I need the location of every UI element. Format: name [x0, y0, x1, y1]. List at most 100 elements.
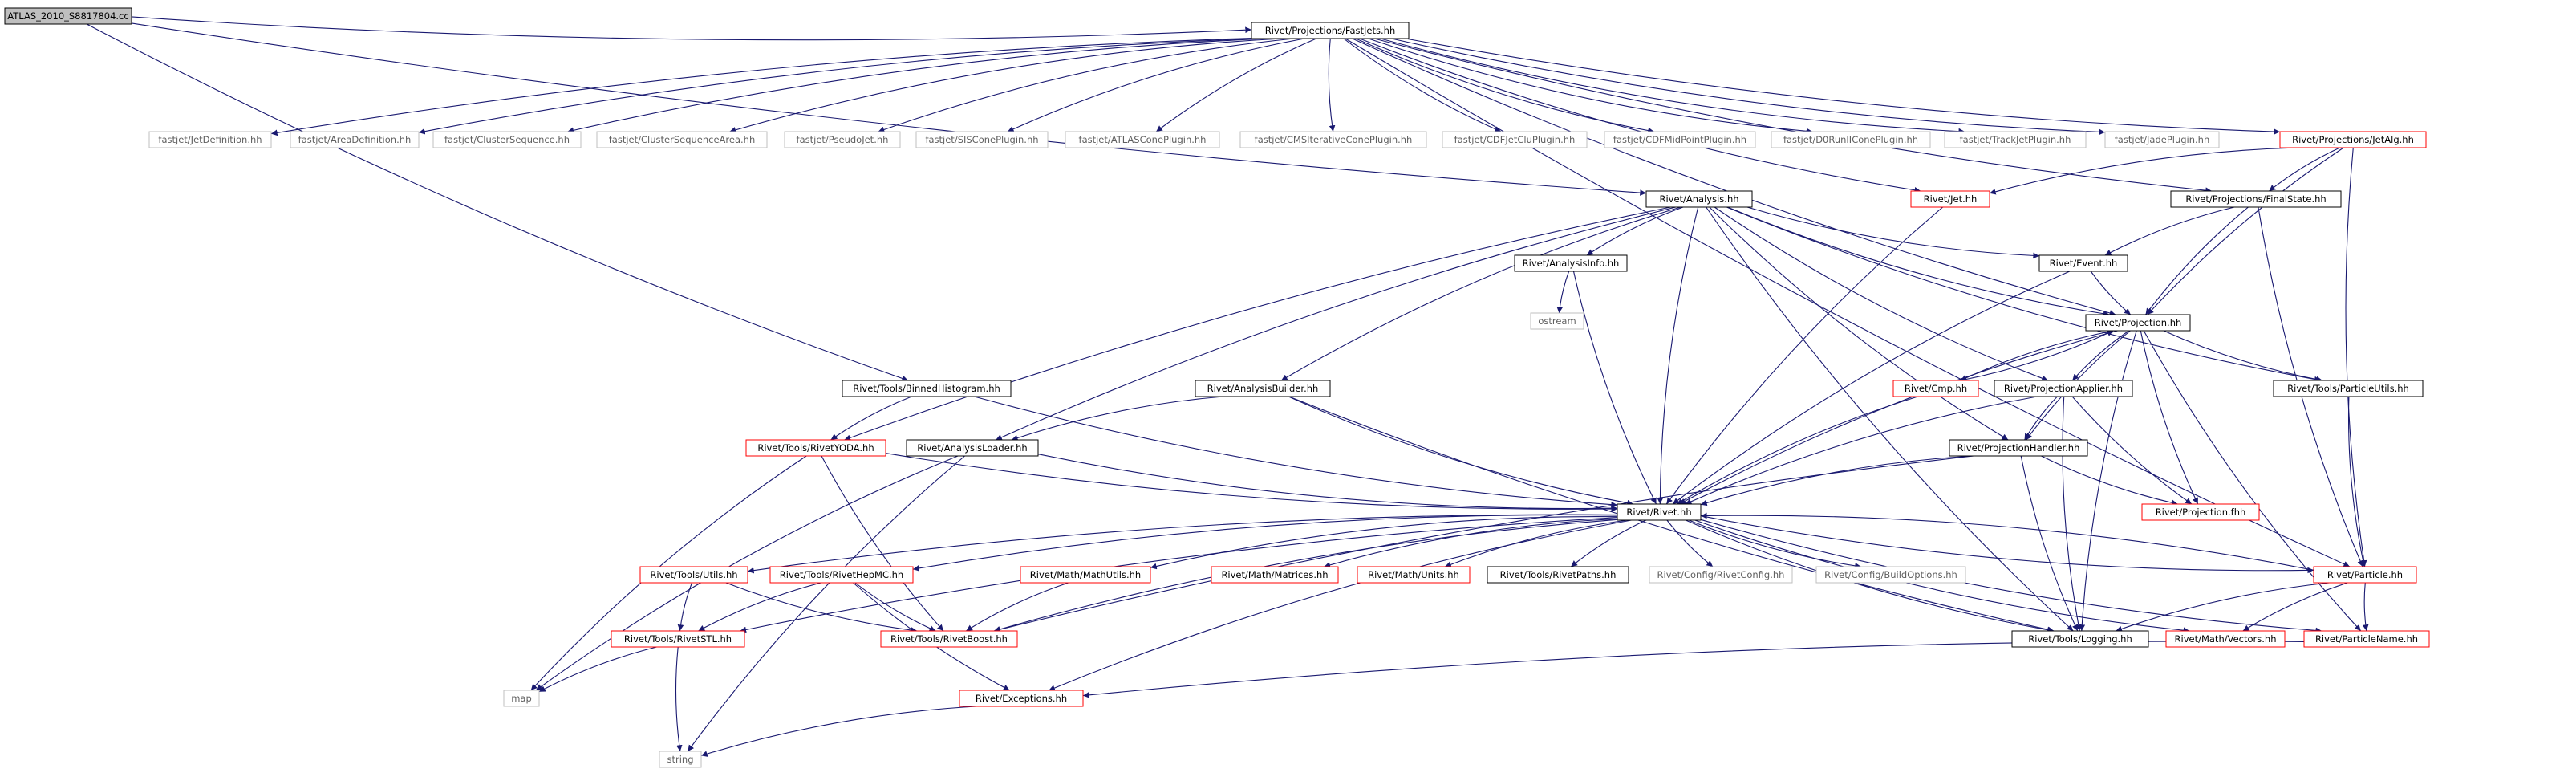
edge-fastjets-to-jetalg [1405, 38, 2281, 135]
node-finalstate[interactable]: Rivet/Projections/FinalState.hh [2170, 190, 2342, 208]
edge-fastjets-to-jet [1359, 38, 1921, 193]
node-label: fastjet/ClusterSequence.hh [444, 134, 570, 145]
node-box [842, 380, 1012, 397]
node-box [1892, 380, 1979, 397]
edge-analysisinfo-to-ostream [1556, 271, 1570, 314]
edge-rivet-to-rivetpaths [1570, 519, 1647, 567]
node-cmp[interactable]: Rivet/Cmp.hh [1892, 380, 1979, 397]
edge-fastjets-to-trackjet [1380, 38, 1965, 135]
node-matrices[interactable]: Rivet/Math/Matrices.hh [1211, 566, 1339, 584]
edge-analysisbuilder-to-rivet [1288, 396, 1634, 506]
edge-analysis-to-event [1746, 206, 2040, 259]
node-box [1910, 190, 1990, 208]
node-jetalg[interactable]: Rivet/Projections/JetAlg.hh [2279, 131, 2427, 148]
edge-analysisinfo-to-rivet [1572, 271, 1657, 505]
node-label: Rivet/Tools/RivetYODA.hh [757, 442, 874, 454]
node-fastjets[interactable]: Rivet/Projections/FastJets.hh [1251, 22, 1410, 39]
edge-projection-to-rivet [1679, 330, 2118, 505]
edge-analysisbuilder-to-logging [1288, 396, 2055, 633]
edge-projhandler-to-rivet [1700, 455, 1974, 506]
node-d0run2: fastjet/D0RunIIConePlugin.hh [1771, 131, 1931, 148]
node-projapplier[interactable]: Rivet/ProjectionApplier.hh [1994, 380, 2133, 397]
node-box [1020, 566, 1151, 584]
node-logging[interactable]: Rivet/Tools/Logging.hh [2011, 630, 2149, 648]
edge-rivet-to-units [1445, 519, 1628, 567]
node-box [1514, 254, 1628, 272]
node-label: Rivet/Tools/RivetHepMC.hh [780, 569, 903, 580]
node-label: Rivet/ProjectionApplier.hh [2004, 383, 2123, 394]
edge-analysis-to-analysisinfo [1586, 206, 1684, 256]
node-mathutils[interactable]: Rivet/Math/MathUtils.hh [1020, 566, 1151, 584]
node-box [745, 439, 886, 457]
node-label: Rivet/Projections/FinalState.hh [2185, 193, 2326, 205]
edge-fastjets-to-finalstate [1373, 38, 2213, 194]
edge-fastjets-to-pseudojet [878, 38, 1295, 133]
node-units[interactable]: Rivet/Math/Units.hh [1357, 566, 1471, 584]
node-label: fastjet/SISConePlugin.hh [925, 134, 1038, 145]
edge-rivetstl-to-map [538, 646, 657, 693]
node-label: fastjet/D0RunIIConePlugin.hh [1783, 134, 1918, 145]
node-particleutils[interactable]: Rivet/Tools/ParticleUtils.hh [2273, 380, 2424, 397]
edge-particle-to-rivet [1700, 512, 2314, 571]
edge-rivetyoda-to-rivetboost [821, 455, 944, 632]
edge-hepmc-to-rivetboost [854, 582, 936, 632]
node-event[interactable]: Rivet/Event.hh [2038, 254, 2128, 272]
edge-rivet-to-rivetboost [993, 519, 1618, 633]
edge-particleutils-to-particle [2347, 396, 2367, 567]
node-box [1357, 566, 1471, 584]
node-box [1994, 380, 2133, 397]
node-rivetconfig: Rivet/Config/RivetConfig.hh [1649, 566, 1793, 584]
edge-cmp-to-projection [1960, 330, 2114, 381]
edge-mathutils-to-rivetboost [966, 582, 1069, 632]
node-rivet[interactable]: Rivet/Rivet.hh [1617, 503, 1702, 521]
edge-rivet-to-hepmc [912, 514, 1618, 572]
edge-rivet-to-buildoptions [1688, 519, 1861, 569]
node-label: Rivet/Tools/RivetPaths.hh [1500, 569, 1617, 580]
edge-rivetstl-to-string [675, 646, 683, 752]
node-exceptions[interactable]: Rivet/Exceptions.hh [959, 690, 1084, 707]
node-box [2170, 190, 2342, 208]
node-analysisloader[interactable]: Rivet/AnalysisLoader.hh [906, 439, 1039, 457]
node-analysisinfo[interactable]: Rivet/AnalysisInfo.hh [1514, 254, 1628, 272]
edge-finalstate-to-projection [2145, 206, 2249, 315]
node-atlascone: fastjet/ATLASConePlugin.hh [1065, 131, 1220, 148]
edge-fastjets-to-cdfmid [1355, 38, 1655, 134]
node-box [906, 439, 1039, 457]
edge-analysisloader-to-string [687, 455, 965, 752]
edge-exceptions-to-string [700, 706, 977, 757]
node-projhandler[interactable]: Rivet/ProjectionHandler.hh [1949, 439, 2088, 457]
node-particle[interactable]: Rivet/Particle.hh [2313, 566, 2417, 584]
node-vectors[interactable]: Rivet/Math/Vectors.hh [2165, 630, 2286, 648]
node-rivetpaths[interactable]: Rivet/Tools/RivetPaths.hh [1487, 566, 1629, 584]
node-rivetyoda[interactable]: Rivet/Tools/RivetYODA.hh [745, 439, 886, 457]
edge-fastjets-to-clusterseq [567, 38, 1270, 134]
node-projection[interactable]: Rivet/Projection.hh [2085, 314, 2191, 332]
node-utils[interactable]: Rivet/Tools/Utils.hh [639, 566, 748, 584]
node-binnedhisto[interactable]: Rivet/Tools/BinnedHistogram.hh [842, 380, 1012, 397]
node-label: string [667, 754, 693, 765]
node-rivetstl[interactable]: Rivet/Tools/RivetSTL.hh [611, 630, 745, 648]
edge-analysisbuilder-to-analysisloader [1011, 396, 1224, 441]
node-hepmc[interactable]: Rivet/Tools/RivetHepMC.hh [769, 566, 914, 584]
node-box [2273, 380, 2424, 397]
node-box [1815, 566, 1966, 584]
node-label: fastjet/PseudoJet.hh [797, 134, 889, 145]
node-jet[interactable]: Rivet/Jet.hh [1910, 190, 1990, 208]
node-projfhh[interactable]: Rivet/Projection.fhh [2141, 503, 2260, 521]
node-analysis[interactable]: Rivet/Analysis.hh [1645, 190, 1753, 208]
node-label: Rivet/Tools/Logging.hh [2028, 633, 2132, 645]
node-analysisbuilder[interactable]: Rivet/AnalysisBuilder.hh [1195, 380, 1331, 397]
node-jetdef: fastjet/JetDefinition.hh [148, 131, 272, 148]
node-atlas[interactable]: ATLAS_2010_S8817804.cc [4, 7, 132, 25]
node-particlename[interactable]: Rivet/ParticleName.hh [2303, 630, 2430, 648]
node-label: fastjet/CMSIterativeConePlugin.hh [1255, 134, 1413, 145]
edge-rivet-to-rivetstl [740, 517, 1618, 633]
edge-analysis-to-analysisbuilder [1280, 206, 1681, 381]
edge-projection-to-logging [2079, 330, 2137, 632]
node-rivetboost[interactable]: Rivet/Tools/RivetBoost.hh [880, 630, 1018, 648]
edge-fastjets-to-jetdef [270, 37, 1252, 136]
node-trackjet: fastjet/TrackJetPlugin.hh [1944, 131, 2087, 148]
edge-projhandler-to-rivetboost [993, 455, 1974, 633]
node-box [290, 131, 420, 148]
node-box [4, 7, 132, 25]
